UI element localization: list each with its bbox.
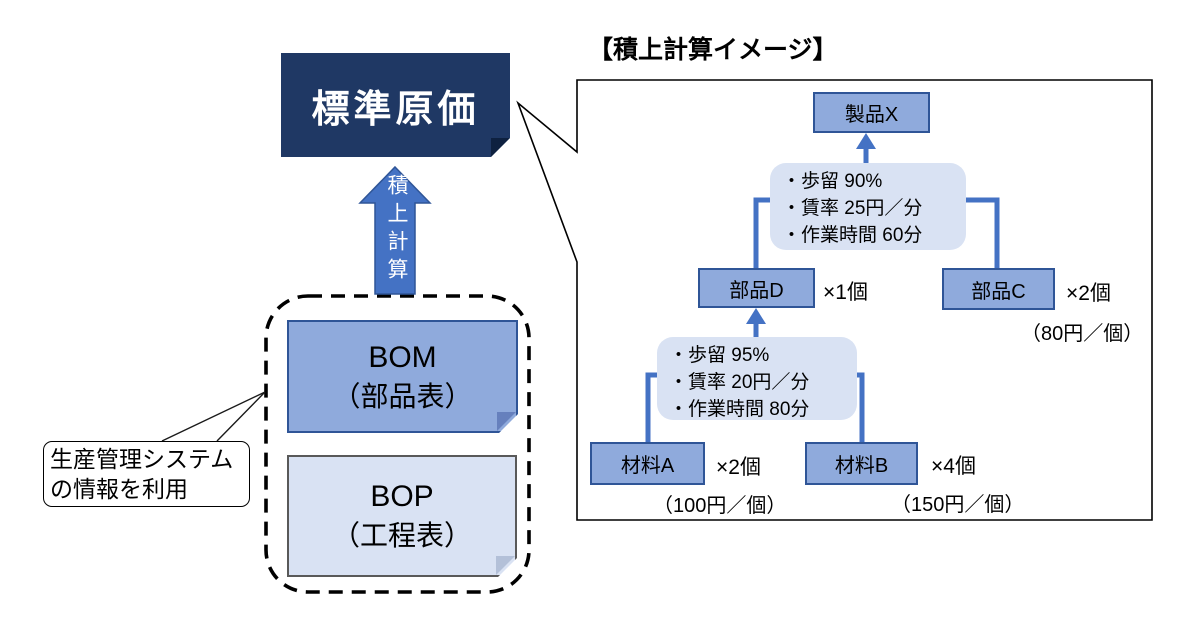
bop-subtitle: （工程表） (331, 520, 472, 551)
node-part-d: 部品D (698, 268, 815, 308)
material-a-qty: ×2個 (716, 456, 761, 479)
process-lower-time: ・作業時間 80分 (669, 399, 810, 420)
part-c-qty: ×2個 (1066, 282, 1111, 305)
connector-elbow-material-b (856, 372, 865, 442)
material-b-price: （150円／個） (891, 494, 1025, 516)
bom-title: BOM (368, 340, 437, 374)
bom-subtitle: （部品表） (332, 380, 473, 412)
arrowhead-part-d (746, 308, 766, 324)
source-group-dashed-border (264, 294, 531, 594)
part-c-price: （80円／個） (1021, 323, 1144, 345)
node-material-a: 材料A (590, 442, 705, 485)
process-upper-yield: ・歩留 90% (782, 171, 883, 192)
callout-bubble: 生産管理システム の情報を利用 (43, 441, 250, 507)
process-lower-rate: ・賃率 20円／分 (669, 372, 810, 393)
connector-elbow-part-d (753, 197, 770, 268)
process-lower-yield: ・歩留 95% (669, 345, 770, 366)
rollup-arrow-label: 積上計算 (385, 174, 408, 286)
rollup-image-title: 【積上計算イメージ】 (588, 36, 838, 64)
node-material-b: 材料B (805, 442, 918, 485)
standard-cost-label: 標準原価 (311, 88, 480, 131)
rollup-arrow (358, 165, 432, 295)
part-d-qty: ×1個 (823, 281, 868, 304)
bop-title: BOP (370, 480, 434, 513)
callout-pointer (161, 391, 266, 442)
connector-elbow-material-a (645, 372, 658, 442)
process-box-upper: ・歩留 90% ・賃率 25円／分 ・作業時間 60分 (770, 163, 966, 250)
bom-box: BOM （部品表） (287, 320, 518, 433)
process-box-lower: ・歩留 95% ・賃率 20円／分 ・作業時間 80分 (657, 337, 857, 420)
bop-box: BOP （工程表） (287, 455, 517, 577)
callout-line-2: の情報を利用 (50, 476, 188, 502)
process-upper-rate: ・賃率 25円／分 (782, 198, 923, 219)
material-b-qty: ×4個 (931, 455, 976, 478)
standard-cost-box: 標準原価 (281, 53, 510, 157)
connector-elbow-part-c (966, 197, 1000, 268)
arrowhead-product-x (856, 133, 876, 149)
node-product-x: 製品X (813, 92, 930, 133)
process-upper-time: ・作業時間 60分 (782, 225, 923, 246)
callout-line-1: 生産管理システム (50, 446, 234, 472)
material-a-price: （100円／個） (653, 495, 787, 517)
node-part-c: 部品C (942, 268, 1055, 310)
